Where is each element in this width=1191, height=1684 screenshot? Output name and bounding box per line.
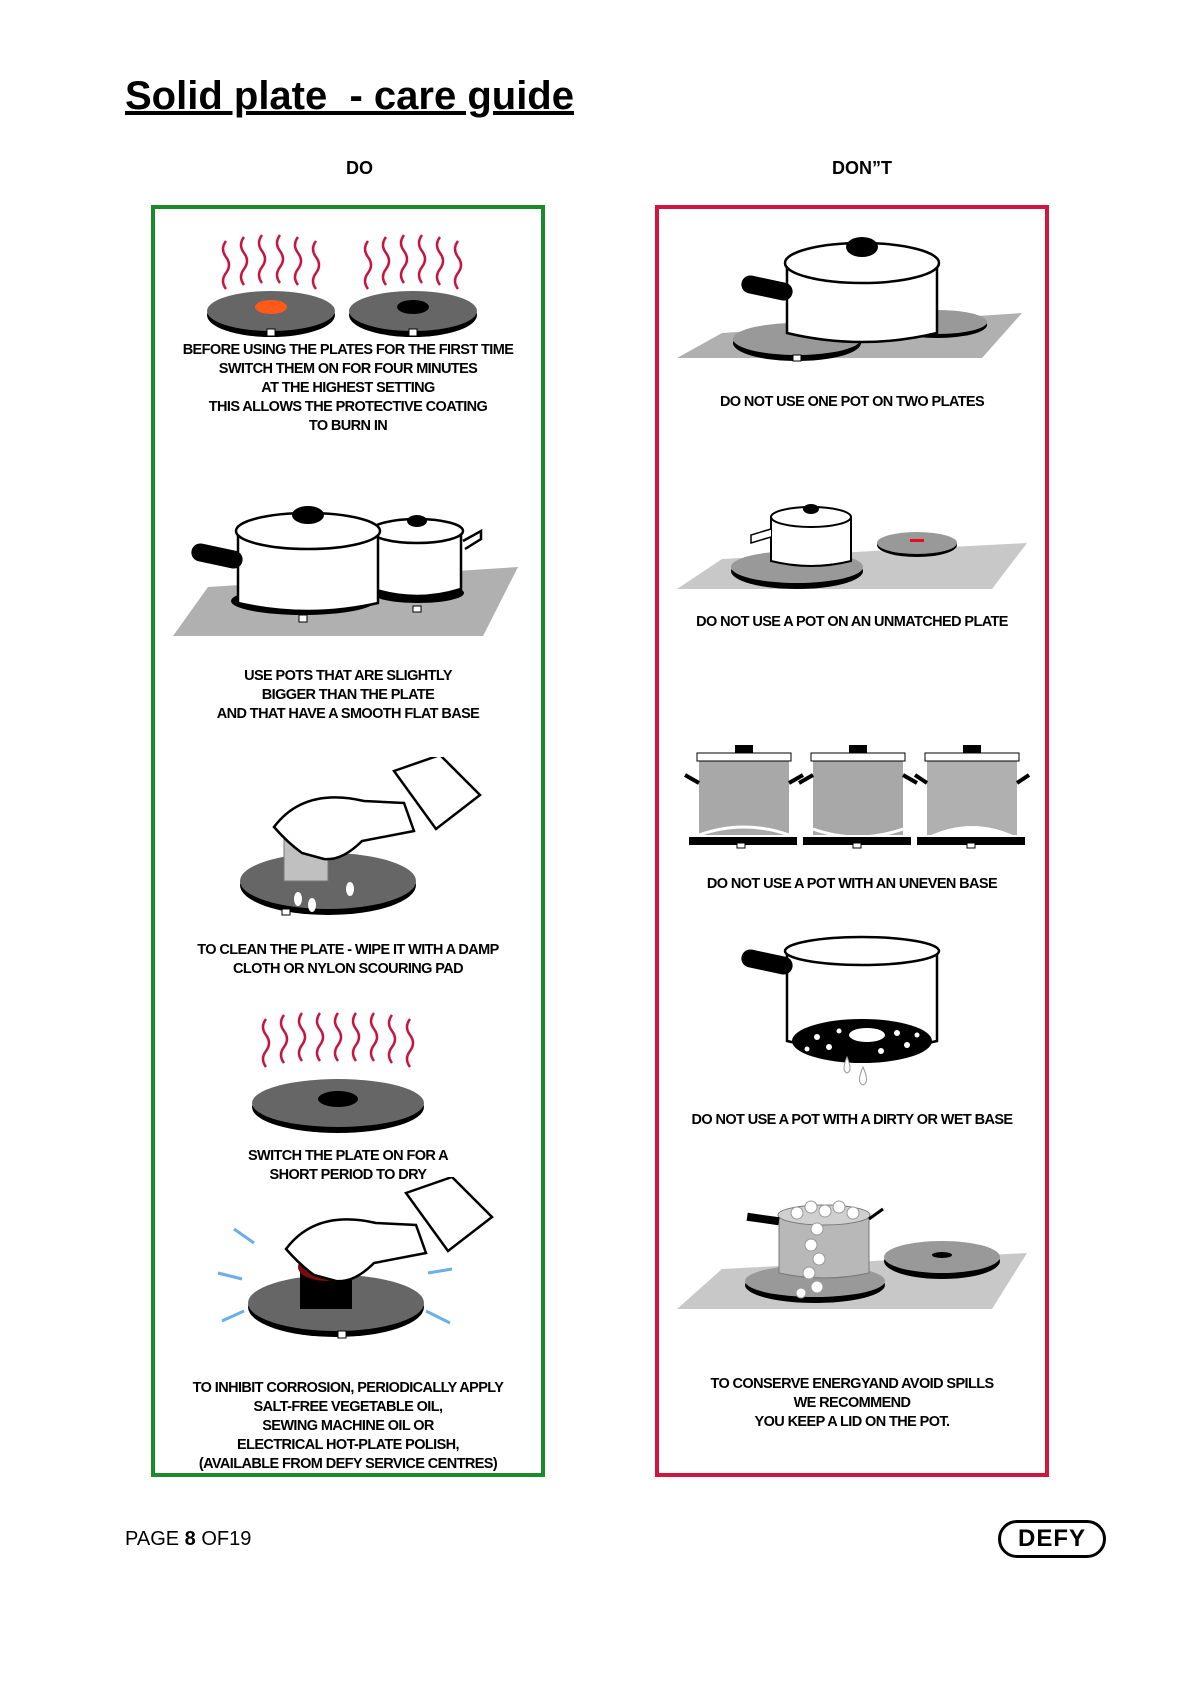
dont-caption-lid: TO CONSERVE ENERGYAND AVOID SPILLS WE RE… xyxy=(710,1376,994,1430)
uneven-base-icon xyxy=(684,745,1031,849)
heated-plates-icon xyxy=(207,234,477,337)
do-item-dry: SWITCH THE PLATE ON FOR A SHORT PERIOD T… xyxy=(155,1009,541,1185)
do-caption-corrosion: TO INHIBIT CORROSION, PERIODICALLY APPLY… xyxy=(192,1380,504,1472)
drying-plate-icon xyxy=(252,1012,424,1133)
dont-caption-uneven: DO NOT USE A POT WITH AN UNEVEN BASE xyxy=(706,876,998,892)
wet-base-icon xyxy=(741,935,941,1086)
dont-item-uneven: DO NOT USE A POT WITH AN UNEVEN BASE xyxy=(659,745,1045,894)
do-item-clean: TO CLEAN THE PLATE - WIPE IT WITH A DAMP… xyxy=(155,757,541,979)
defy-logo: DEFY xyxy=(998,1520,1106,1558)
do-item-pot-size: USE POTS THAT ARE SLIGHTLY BIGGER THAN T… xyxy=(155,491,541,724)
page-title: Solid plate - care guide xyxy=(125,74,574,118)
page-suffix: OF19 xyxy=(195,1528,252,1550)
page-number: 8 xyxy=(184,1528,196,1550)
do-caption-dry: SWITCH THE PLATE ON FOR A SHORT PERIOD T… xyxy=(247,1148,449,1183)
dont-item-two-plates: DO NOT USE ONE POT ON TWO PLATES xyxy=(659,223,1045,412)
do-item-corrosion: TO INHIBIT CORROSION, PERIODICALLY APPLY… xyxy=(155,1177,541,1474)
pot-two-plates-icon xyxy=(677,237,1022,362)
do-caption-first-use: BEFORE USING THE PLATES FOR THE FIRST TI… xyxy=(182,342,514,434)
dont-caption-unmatched: DO NOT USE A POT ON AN UNMATCHED PLATE xyxy=(696,614,1008,630)
do-heading: DO xyxy=(346,158,373,178)
do-item-first-use: BEFORE USING THE PLATES FOR THE FIRST TI… xyxy=(155,231,541,436)
dont-caption-wet: DO NOT USE A POT WITH A DIRTY OR WET BAS… xyxy=(691,1112,1014,1128)
boiling-over-icon xyxy=(677,1200,1027,1309)
do-caption-pot-size: USE POTS THAT ARE SLIGHTLY BIGGER THAN T… xyxy=(216,668,480,722)
dont-heading: DON”T xyxy=(832,158,892,178)
dont-item-unmatched: DO NOT USE A POT ON AN UNMATCHED PLATE xyxy=(659,499,1045,632)
page-prefix: PAGE xyxy=(125,1528,185,1550)
dont-panel: DO NOT USE ONE POT ON TWO PLATES DO NOT … xyxy=(655,205,1049,1477)
dont-item-wet: DO NOT USE A POT WITH A DIRTY OR WET BAS… xyxy=(659,931,1045,1130)
dont-item-lid: TO CONSERVE ENERGYAND AVOID SPILLS WE RE… xyxy=(659,1189,1045,1432)
hand-polishing-icon xyxy=(217,1177,494,1339)
dont-caption-two-plates: DO NOT USE ONE POT ON TWO PLATES xyxy=(719,394,985,410)
page-footer: PAGE 8 OF19 xyxy=(125,1528,251,1551)
pots-on-plates-icon xyxy=(173,506,518,636)
unmatched-plate-icon xyxy=(677,504,1027,589)
do-panel: BEFORE USING THE PLATES FOR THE FIRST TI… xyxy=(151,205,545,1477)
do-caption-clean: TO CLEAN THE PLATE - WIPE IT WITH A DAMP… xyxy=(197,942,499,977)
hand-cleaning-icon xyxy=(240,757,482,916)
